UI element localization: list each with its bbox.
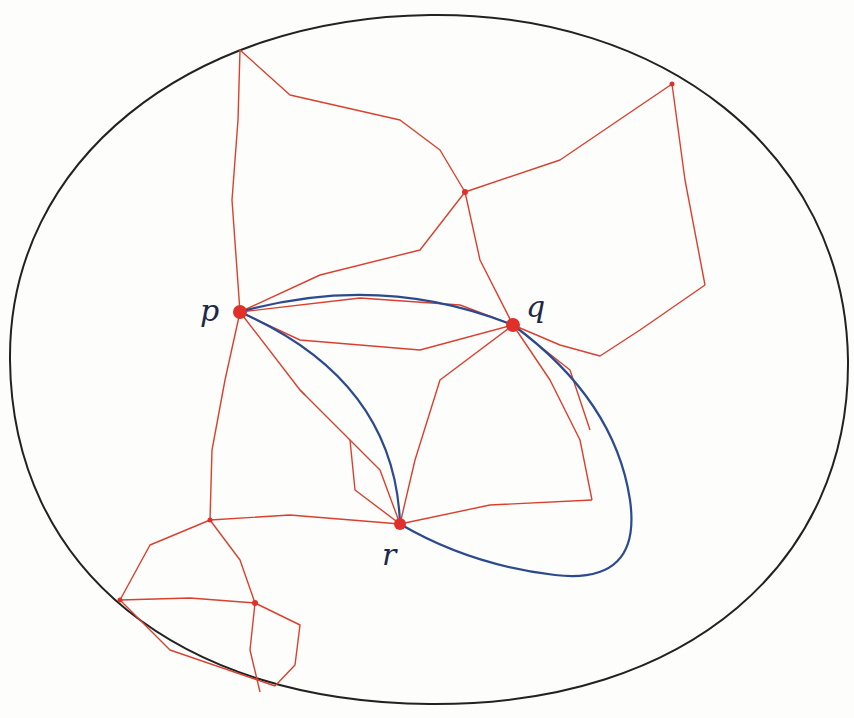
vertex-label: p	[200, 296, 219, 326]
red-edges	[120, 50, 705, 692]
outer-circle	[10, 15, 848, 704]
blue-edges	[240, 295, 631, 576]
vertex-label: r	[382, 540, 396, 570]
vertices	[118, 82, 675, 607]
vertex-label: q	[526, 292, 545, 322]
